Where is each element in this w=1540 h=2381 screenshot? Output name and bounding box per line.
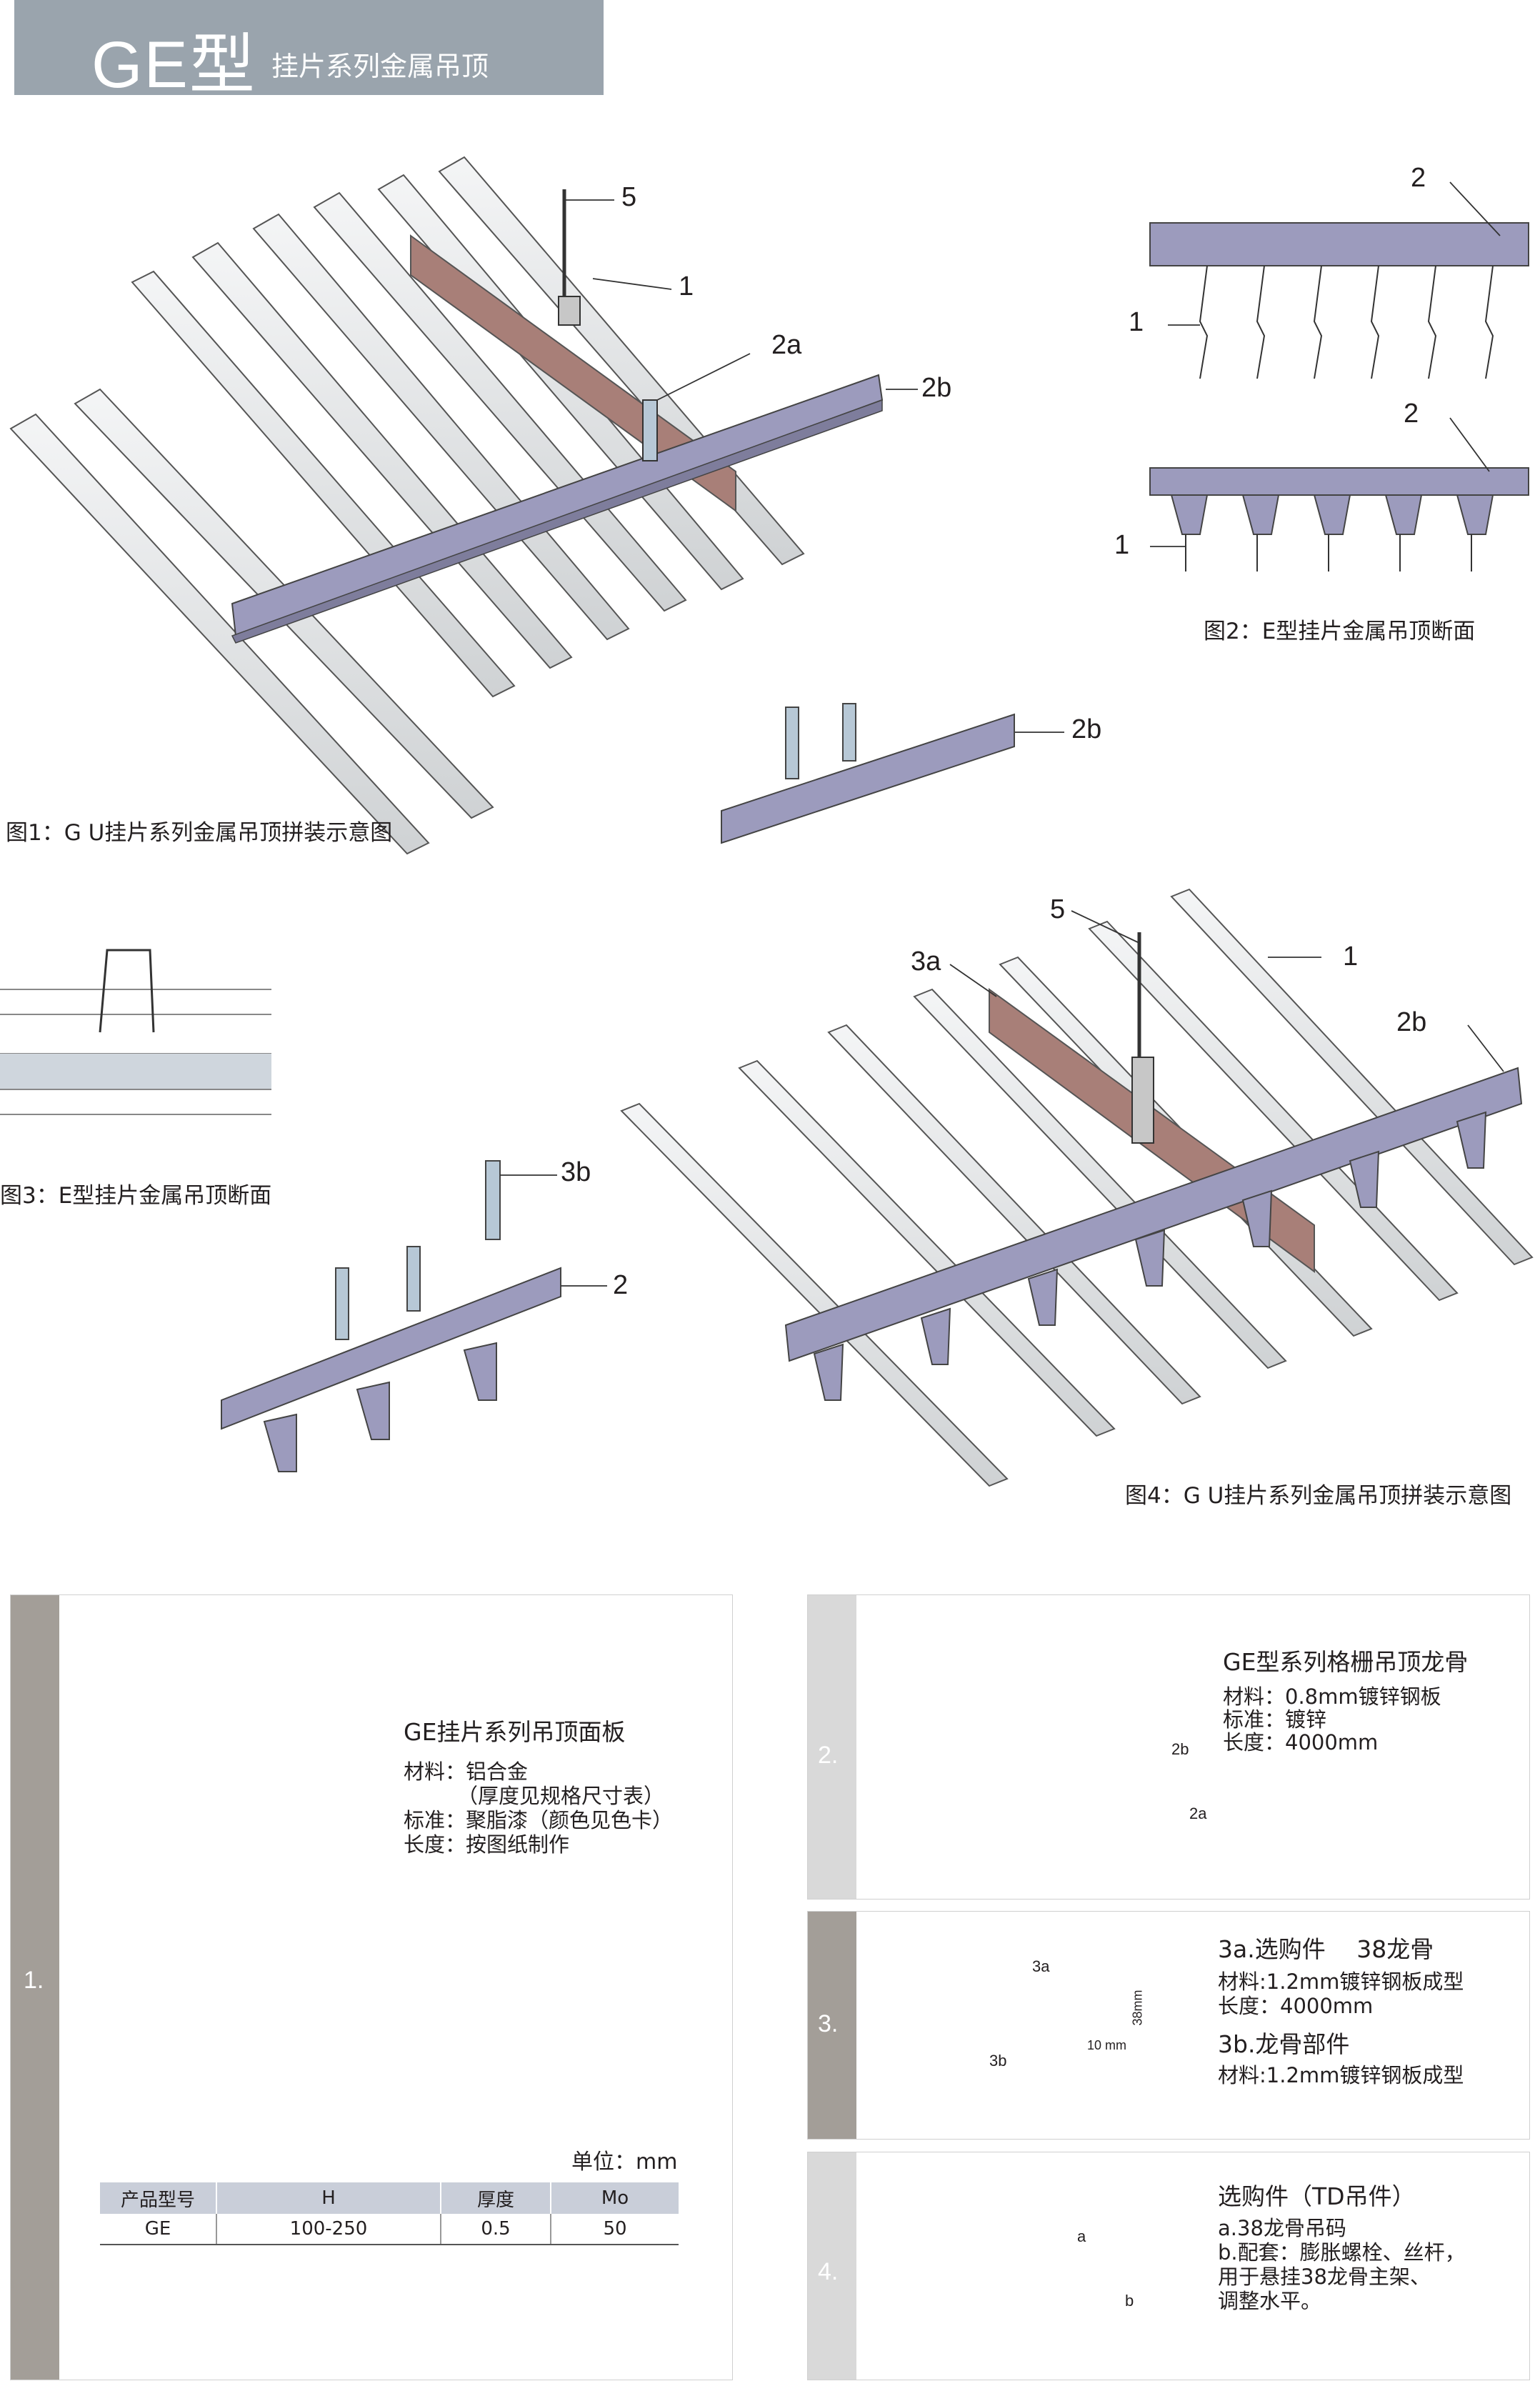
header-banner: [14, 0, 604, 95]
p4-line-level: 调整水平。: [1218, 2289, 1322, 2313]
p3-line-a-material: 材料:1.2mm镀锌钢板成型: [1218, 1970, 1464, 1994]
panel-2-bar: [808, 1595, 856, 1899]
p2-line-material: 材料：0.8mm镀锌钢板: [1223, 1684, 1441, 1709]
p2-line-standard: 标准：镀锌: [1223, 1707, 1327, 1732]
fig2-caption: 图2：E型挂片金属吊顶断面: [1204, 619, 1476, 644]
panel-4-bar: [808, 2152, 856, 2380]
p4-title: 选购件（TD吊件）: [1218, 2182, 1416, 2210]
spec-header-model: 产品型号: [100, 2182, 217, 2214]
fig3-label-2: 2: [613, 1270, 629, 1300]
p3-title-b: 3b.龙骨部件: [1218, 2030, 1350, 2058]
fig1-label-1: 1: [679, 271, 694, 301]
spec-header-h: H: [216, 2182, 441, 2214]
p4-label-a: a: [1077, 2227, 1086, 2245]
fig4-label-3a: 3a: [911, 947, 941, 977]
fig1-detail-keel: [721, 713, 1015, 844]
spec-cell-thickness: 0.5: [441, 2214, 551, 2245]
spec-cell-mo: 50: [551, 2214, 679, 2245]
p3-label-3b: 3b: [989, 2052, 1007, 2070]
spec-header-mo: Mo: [551, 2182, 679, 2214]
p3-label-3a: 3a: [1032, 1957, 1050, 1975]
p3-line-b-material: 材料:1.2mm镀锌钢板成型: [1218, 2063, 1464, 2087]
p4-line-use: 用于悬挂38龙骨主架、: [1218, 2265, 1431, 2289]
p4-line-b: b.配套：膨胀螺栓、丝杆，: [1218, 2240, 1466, 2265]
fig3-keel-2: [221, 1267, 561, 1430]
p2-label-2a: 2a: [1189, 1805, 1207, 1822]
panel-4: 4.: [807, 2152, 1530, 2380]
panel-4-number: 4.: [818, 2258, 839, 2285]
fig4-label-2b: 2b: [1396, 1007, 1427, 1037]
fig2-label-2-lower: 2: [1404, 399, 1419, 429]
fig2-label-2-upper: 2: [1411, 163, 1426, 193]
fig3-part-3b: [485, 1160, 501, 1240]
p1-line-thickness: （厚度见规格尺寸表）: [457, 1784, 665, 1808]
fig2-label-1-upper: 1: [1129, 307, 1144, 337]
fig4-label-1: 1: [1343, 942, 1359, 972]
p3-dim-38mm: 38mm: [1130, 1990, 1145, 2026]
p2-label-2b: 2b: [1171, 1740, 1189, 1758]
p1-line-material: 材料：铝合金: [404, 1759, 529, 1784]
table-row: GE 100-250 0.5 50: [100, 2214, 679, 2245]
fig3-label-3b: 3b: [561, 1157, 591, 1187]
spec-table: 产品型号 H 厚度 Mo GE 100-250 0.5 50: [100, 2182, 679, 2245]
fig1-label-5: 5: [621, 182, 637, 212]
fig2-section-upper: [1149, 222, 1529, 379]
panel-1: 1.: [10, 1594, 733, 2380]
panel-2: 2.: [807, 1594, 1530, 1900]
spec-cell-model: GE: [100, 2214, 217, 2245]
fig1-label-2b-detail: 2b: [1071, 714, 1102, 744]
fig4-drawing: [620, 888, 1534, 1487]
panel-1-number: 1.: [24, 1967, 44, 1994]
fig2-section-lower: [1149, 467, 1529, 571]
panel-2-number: 2.: [818, 1742, 839, 1769]
p4-line-a: a.38龙骨吊码: [1218, 2216, 1346, 2240]
page-title: GE型: [91, 29, 256, 101]
fig2-label-1-lower: 1: [1114, 530, 1130, 560]
p3-line-a-length: 长度：4000mm: [1218, 1994, 1374, 2018]
p2-title: GE型系列格栅吊顶龙骨: [1223, 1648, 1469, 1676]
fig3-section: [0, 949, 271, 1115]
p4-label-b: b: [1125, 2292, 1134, 2310]
p1-unit: 单位：mm: [571, 2150, 678, 2175]
fig1-drawing: [9, 156, 805, 855]
page-subtitle: 挂片系列金属吊顶: [271, 51, 489, 82]
fig4-caption: 图4：G U挂片系列金属吊顶拼装示意图: [1125, 1483, 1512, 1509]
spec-cell-h: 100-250: [216, 2214, 441, 2245]
fig1-clip-2a: [642, 399, 658, 461]
fig1-label-2a: 2a: [771, 330, 802, 360]
p3-title-a: 3a.选购件 38龙骨: [1218, 1935, 1434, 1963]
panel-3-number: 3.: [818, 2010, 839, 2037]
panel-1-bar: [11, 1595, 59, 2380]
panel-3-bar: [808, 1912, 856, 2139]
p1-line-length: 长度：按图纸制作: [404, 1832, 570, 1857]
fig1-caption: 图1：G U挂片系列金属吊顶拼装示意图: [6, 820, 393, 846]
p1-line-standard: 标准：聚脂漆（颜色见色卡）: [404, 1808, 674, 1832]
p2-line-length: 长度：4000mm: [1223, 1730, 1379, 1754]
fig4-keel-2b: [784, 1067, 1523, 1362]
fig4-label-5: 5: [1050, 894, 1066, 924]
panel-3: 3.: [807, 1911, 1530, 2140]
p3-dim-10mm: 10 mm: [1087, 2038, 1127, 2052]
fig3-caption: 图3：E型挂片金属吊顶断面: [0, 1183, 272, 1209]
p1-title: GE挂片系列吊顶面板: [404, 1718, 626, 1746]
spec-header-thickness: 厚度: [441, 2182, 551, 2214]
fig1-label-2b: 2b: [921, 373, 952, 403]
spec-table-header-row: 产品型号 H 厚度 Mo: [100, 2182, 679, 2214]
